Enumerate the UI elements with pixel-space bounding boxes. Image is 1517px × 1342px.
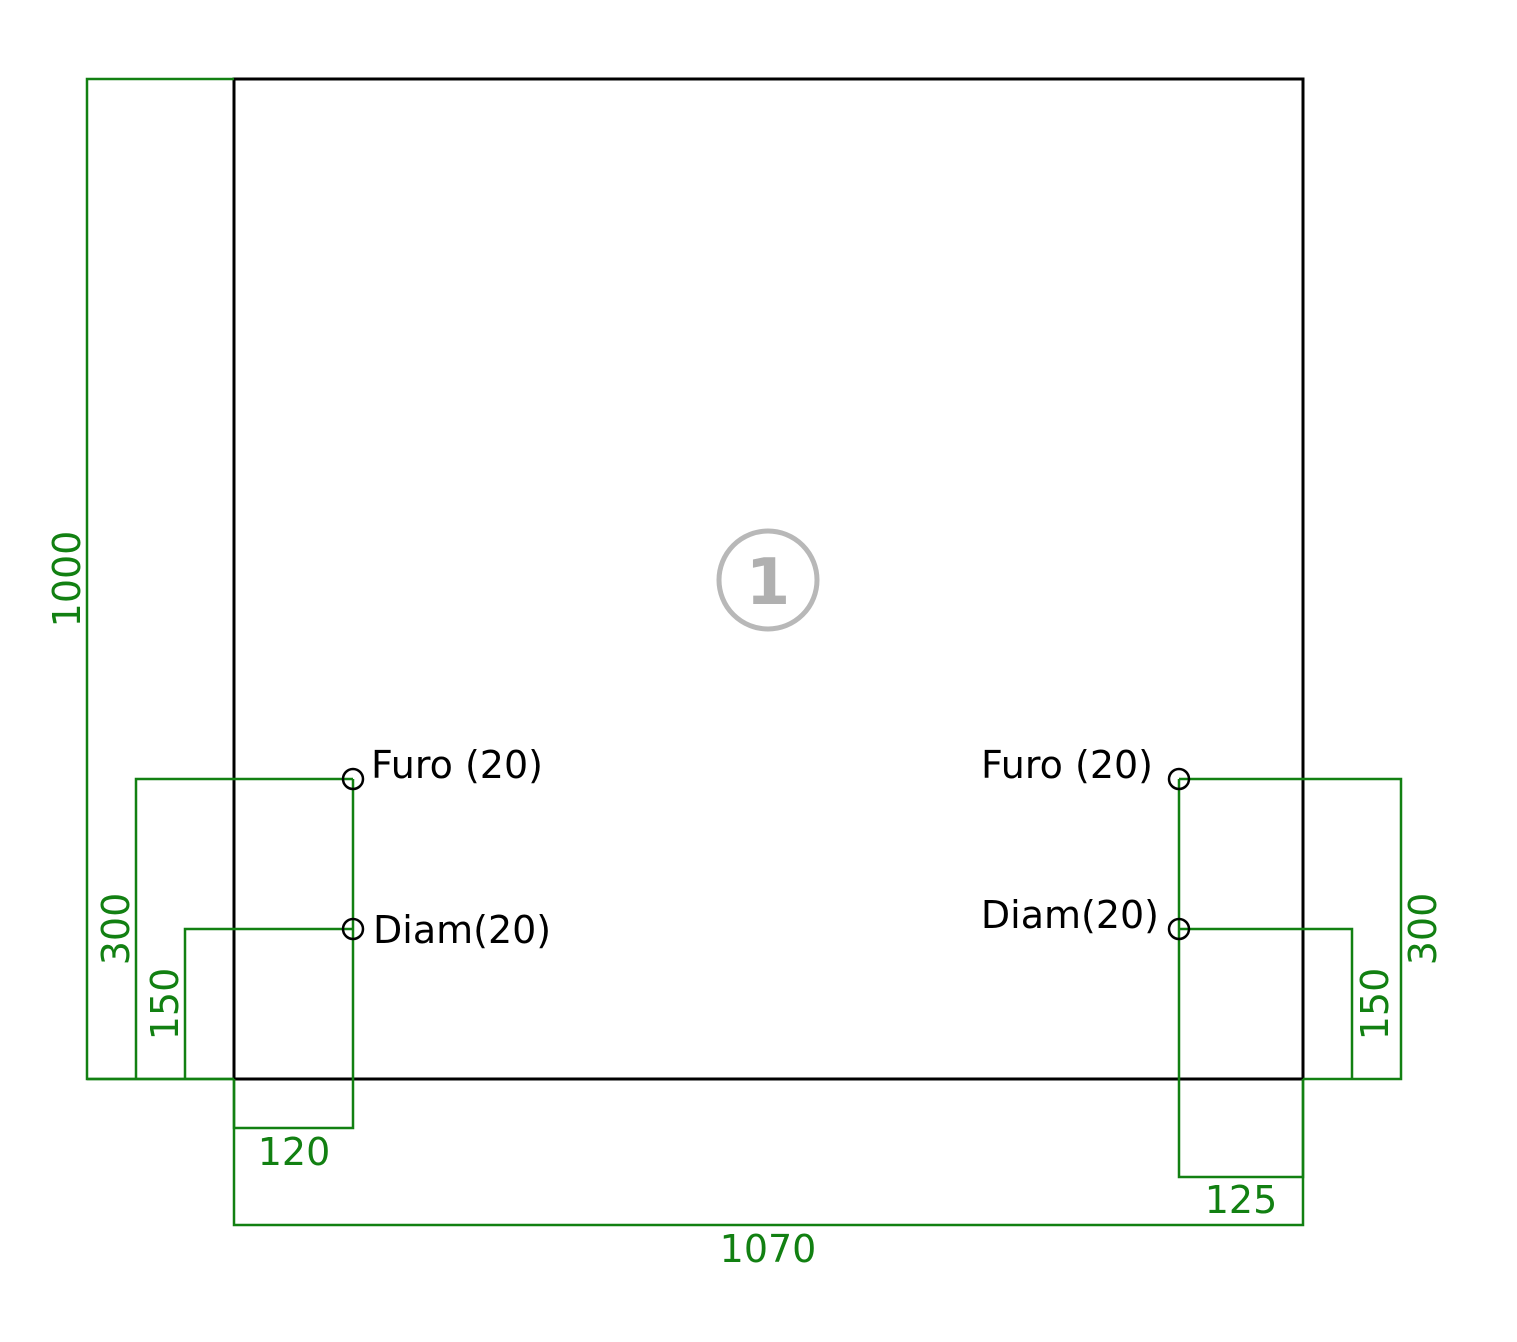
dim-left-hole-x: 120 (232, 779, 355, 1174)
dim-right-diam-y-text: 150 (1353, 968, 1397, 1041)
dim-right-furo-y-text: 300 (1401, 893, 1445, 966)
label-left-furo: Furo (20) (371, 743, 543, 787)
dim-overall-width: 1070 (232, 1079, 1305, 1271)
hole-left-diam (341, 917, 365, 941)
part-number-text: 1 (746, 546, 791, 620)
dim-left-hole-x-text: 120 (258, 1130, 331, 1174)
label-right-furo: Furo (20) (981, 743, 1153, 787)
dim-right-hole-x-text: 125 (1205, 1178, 1278, 1222)
dim-right-diam-y: 150 (1179, 927, 1397, 1079)
part-number-badge: 1 (716, 528, 820, 632)
hole-right-furo (1167, 767, 1191, 791)
hole-left-furo (341, 767, 365, 791)
part-outline (232, 77, 1305, 1081)
hole-right-diam (1167, 917, 1191, 941)
dim-overall-width-text: 1070 (720, 1227, 817, 1271)
dim-left-furo-y-text: 300 (94, 893, 138, 966)
dim-left-furo-y: 300 (94, 777, 353, 1079)
label-right-diam: Diam(20) (981, 893, 1159, 937)
part-number-circle (716, 528, 820, 632)
dim-right-hole-x: 125 (1177, 779, 1305, 1222)
dim-left-diam-y-text: 150 (143, 968, 187, 1041)
dim-overall-height-text: 1000 (45, 531, 89, 628)
dim-left-diam-y: 150 (143, 927, 353, 1079)
label-left-diam: Diam(20) (373, 908, 551, 952)
